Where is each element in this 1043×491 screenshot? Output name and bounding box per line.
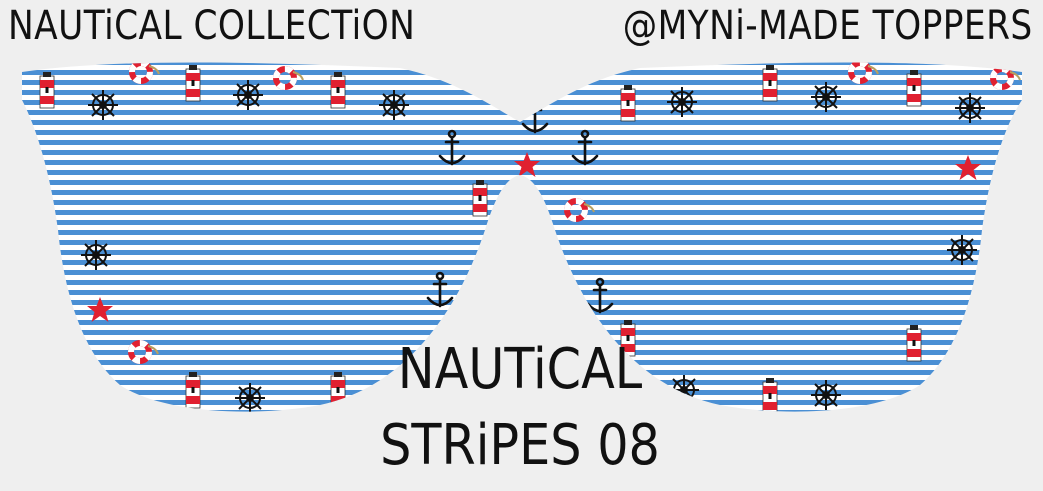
collection-title: NAUTiCAL COLLECTiON bbox=[8, 3, 416, 49]
brand-handle: @MYNi-MADE TOPPERS bbox=[623, 3, 1033, 49]
design-name-line2: STRiPES 08 bbox=[380, 413, 660, 478]
design-name-line1: NAUTiCAL bbox=[397, 337, 643, 402]
design-name: NAUTiCAL STRiPES 08 bbox=[366, 332, 674, 484]
